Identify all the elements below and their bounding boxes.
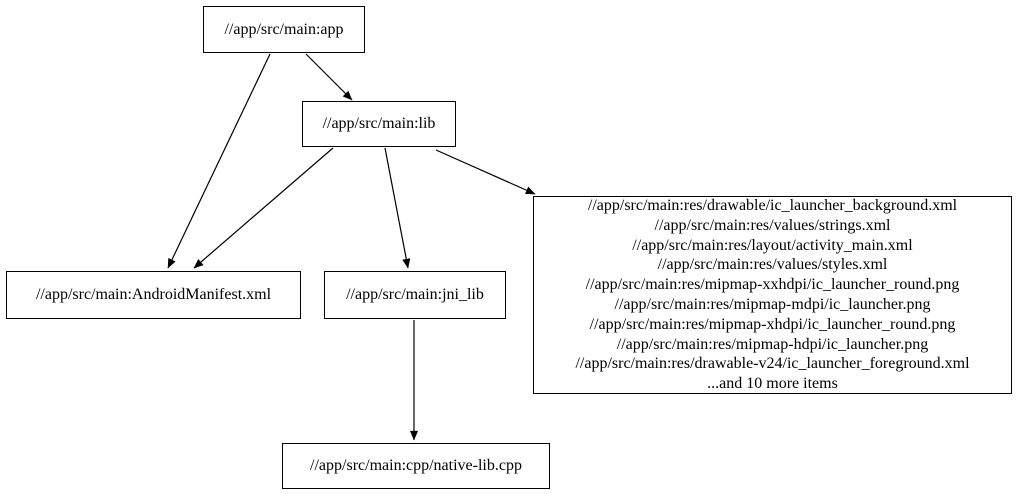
node-jni-lib: //app/src/main:jni_lib <box>324 271 506 319</box>
node-android-manifest: //app/src/main:AndroidManifest.xml <box>6 271 301 319</box>
edge-lib-to-manifest <box>193 147 334 269</box>
edge-lib-to-jni-lib <box>384 147 411 269</box>
node-native-lib-cpp: //app/src/main:cpp/native-lib.cpp <box>282 443 550 489</box>
edge-app-to-lib <box>305 53 353 101</box>
node-app-target: //app/src/main:app <box>203 6 365 53</box>
node-res-file-group: //app/src/main:res/drawable/ic_launcher_… <box>533 196 1012 394</box>
node-lib-target: //app/src/main:lib <box>302 101 456 147</box>
node-label: //app/src/main:app <box>224 20 344 38</box>
node-label-multiline: //app/src/main:res/drawable/ic_launcher_… <box>575 197 970 393</box>
node-label: //app/src/main:jni_lib <box>346 286 484 304</box>
edge-app-to-manifest <box>167 53 271 269</box>
node-label: //app/src/main:lib <box>322 115 436 133</box>
edge-lib-to-res-group <box>435 149 536 195</box>
node-label: //app/src/main:AndroidManifest.xml <box>35 286 272 304</box>
node-label: //app/src/main:cpp/native-lib.cpp <box>310 457 522 475</box>
